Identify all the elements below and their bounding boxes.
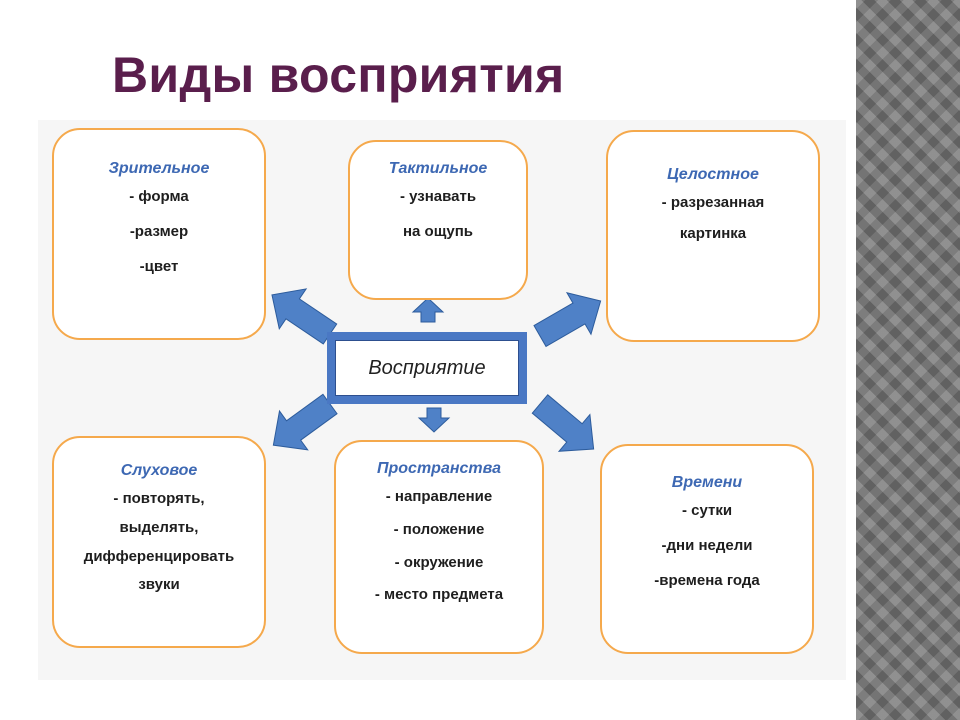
box-item: - узнавать xyxy=(399,188,477,205)
box-item: выделять, xyxy=(119,518,199,536)
center-label: Восприятие xyxy=(335,340,519,396)
box-item: -дни недели xyxy=(661,536,753,554)
box-auditory: Слуховое - повторять, выделять, дифферен… xyxy=(52,436,266,648)
box-tactile: Тактильное - узнавать на ощупь xyxy=(348,140,528,300)
box-item: картинка xyxy=(679,224,747,242)
box-holistic: Целостное - разрезанная картинка xyxy=(606,130,820,342)
box-item: - разрезанная xyxy=(661,194,765,211)
box-item: дифференцировать xyxy=(83,547,235,565)
decorative-side-stripe xyxy=(856,0,960,720)
arrow-to-tactile xyxy=(411,297,445,323)
arrow-to-holistic xyxy=(533,291,602,348)
box-item: -времена года xyxy=(654,571,760,589)
box-item: - окружение xyxy=(394,553,484,571)
box-visual: Зрительное - форма -размер -цвет xyxy=(52,128,266,340)
arrow-to-visual xyxy=(271,288,338,345)
box-title: Тактильное xyxy=(388,160,488,177)
box-item: -размер xyxy=(129,222,189,240)
box-item: - направление xyxy=(385,488,493,505)
box-item: - сутки xyxy=(681,502,733,519)
box-title: Пространства xyxy=(377,460,501,477)
page-title: Виды восприятия xyxy=(112,47,565,103)
box-title: Времени xyxy=(671,474,743,491)
box-item: - форма xyxy=(129,188,189,205)
box-item: на ощупь xyxy=(402,222,473,240)
center-node: Восприятие xyxy=(327,332,527,404)
arrow-to-time xyxy=(531,394,595,452)
box-spatial: Пространства - направление - положение -… xyxy=(334,440,544,654)
box-time: Времени - сутки -дни недели -времена год… xyxy=(600,444,814,654)
box-item: - место предмета xyxy=(374,586,504,604)
box-title: Слуховое xyxy=(120,462,198,479)
box-item: - положение xyxy=(393,520,485,538)
box-item: -цвет xyxy=(139,257,179,275)
box-item: звуки xyxy=(138,576,180,594)
box-item: - повторять, xyxy=(113,490,205,507)
arrow-to-spatial xyxy=(417,407,451,433)
arrow-to-auditory xyxy=(272,393,338,451)
box-title: Целостное xyxy=(667,166,759,183)
box-title: Зрительное xyxy=(108,160,210,177)
